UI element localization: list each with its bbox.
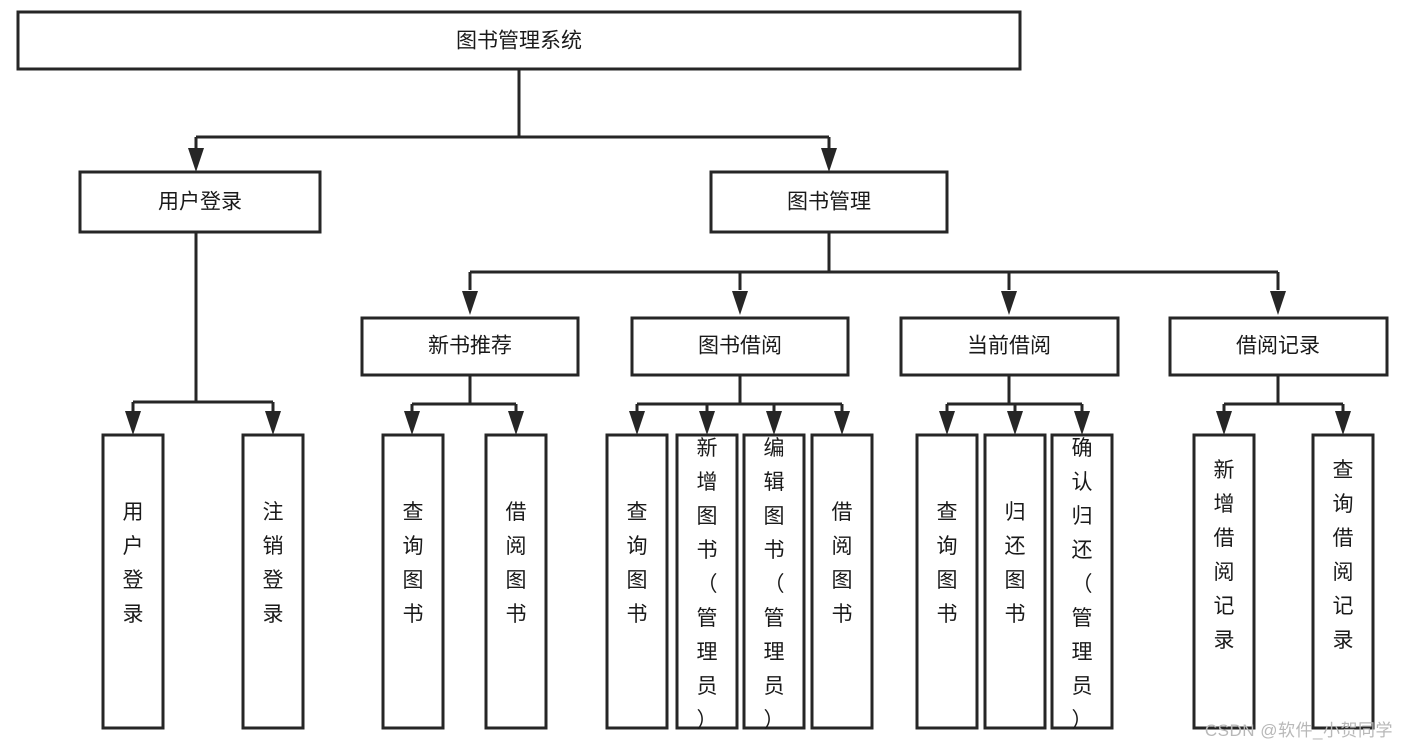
arrow-leaf1 [125,411,141,435]
node-records[interactable]: 借阅记录 [1168,316,1389,377]
node-leaf6[interactable]: 新增图书（管理员） [675,433,739,732]
node-leaf10-box[interactable] [983,433,1047,730]
arrow-current [1001,291,1017,315]
arrow-leaf7 [766,411,782,435]
node-current-box[interactable] [899,316,1120,377]
node-leaf11-label: 确认归还（管理员） [1072,437,1093,732]
node-leaf10-label: 归还图书 [1005,501,1026,626]
arrow-leaf9 [939,411,955,435]
node-leaf11[interactable]: 确认归还（管理员） [1050,433,1114,732]
node-newbook-label: 新书推荐 [428,335,512,358]
node-leaf3-box[interactable] [381,433,445,730]
node-leaf13[interactable]: 查询借阅记录 [1311,433,1375,730]
node-leaf9-box[interactable] [915,433,979,730]
node-leaf13-box[interactable] [1311,433,1375,730]
arrow-leaf12 [1216,411,1232,435]
node-leaf2-box[interactable] [241,433,305,730]
node-leaf8[interactable]: 借阅图书 [810,433,874,730]
node-bookmgmt-label: 图书管理 [787,191,871,214]
arrow-borrow [732,291,748,315]
node-leaf10[interactable]: 归还图书 [983,433,1047,730]
node-records-box[interactable] [1168,316,1389,377]
node-leaf6-label: 新增图书（管理员） [697,437,718,732]
arrow-newbook [462,291,478,315]
node-leaf12-label: 新增借阅记录 [1214,459,1235,652]
node-leaf8-box[interactable] [810,433,874,730]
node-leaf3[interactable]: 查询图书 [381,433,445,730]
arrow-leaf11 [1074,411,1090,435]
arrow-leaf8 [834,411,850,435]
csdn-watermark: CSDN @软件_小贺同学 [1204,721,1393,740]
node-leaf13-label: 查询借阅记录 [1333,459,1354,652]
node-borrow[interactable]: 图书借阅 [630,316,850,377]
connector-layer [125,69,1351,435]
node-leaf4-box[interactable] [484,433,548,730]
arrow-records [1270,291,1286,315]
node-root[interactable]: 图书管理系统 [16,10,1022,71]
node-leaf12-box[interactable] [1192,433,1256,730]
node-login-box[interactable] [78,170,322,234]
node-leaf1[interactable]: 用户登录 [101,433,165,730]
arrow-leaf13 [1335,411,1351,435]
node-leaf7-box[interactable] [742,433,806,730]
node-leaf1-box[interactable] [101,433,165,730]
node-records-label: 借阅记录 [1236,335,1320,358]
node-login-label: 用户登录 [158,191,242,214]
node-root-box[interactable] [16,10,1022,71]
node-bookmgmt[interactable]: 图书管理 [709,170,949,234]
node-leaf12[interactable]: 新增借阅记录 [1192,433,1256,730]
node-newbook-box[interactable] [360,316,580,377]
node-leaf11-box[interactable] [1050,433,1114,730]
node-bookmgmt-box[interactable] [709,170,949,234]
node-leaf6-box[interactable] [675,433,739,730]
node-leaf3-label: 查询图书 [403,501,424,626]
arrow-leaf10 [1007,411,1023,435]
node-leaf5[interactable]: 查询图书 [605,433,669,730]
node-leaf4[interactable]: 借阅图书 [484,433,548,730]
arrow-leaf3 [404,411,420,435]
arrow-login [188,148,204,172]
node-leaf5-label: 查询图书 [627,501,648,626]
node-leaf4-label: 借阅图书 [506,501,527,626]
node-leaf7-label: 编辑图书（管理员） [764,437,785,732]
node-leaf2-label: 注销登录 [263,501,284,626]
node-newbook[interactable]: 新书推荐 [360,316,580,377]
node-login[interactable]: 用户登录 [78,170,322,234]
arrow-bookmgmt [821,148,837,172]
node-current-label: 当前借阅 [967,335,1051,358]
node-leaf9[interactable]: 查询图书 [915,433,979,730]
leaf-nodes-layer: 用户登录 注销登录 查询图书 借阅图书 查询图书 新增图书（管理员） [101,433,1375,732]
arrow-leaf6 [699,411,715,435]
node-leaf2[interactable]: 注销登录 [241,433,305,730]
node-leaf8-label: 借阅图书 [832,501,853,626]
node-current[interactable]: 当前借阅 [899,316,1120,377]
node-borrow-label: 图书借阅 [698,335,782,358]
node-root-label: 图书管理系统 [456,30,582,53]
node-leaf1-label: 用户登录 [123,501,144,626]
arrow-leaf5 [629,411,645,435]
node-leaf5-box[interactable] [605,433,669,730]
arrow-leaf2 [265,411,281,435]
node-leaf9-label: 查询图书 [937,501,958,626]
node-leaf7[interactable]: 编辑图书（管理员） [742,433,806,732]
node-borrow-box[interactable] [630,316,850,377]
arrow-leaf4 [508,411,524,435]
